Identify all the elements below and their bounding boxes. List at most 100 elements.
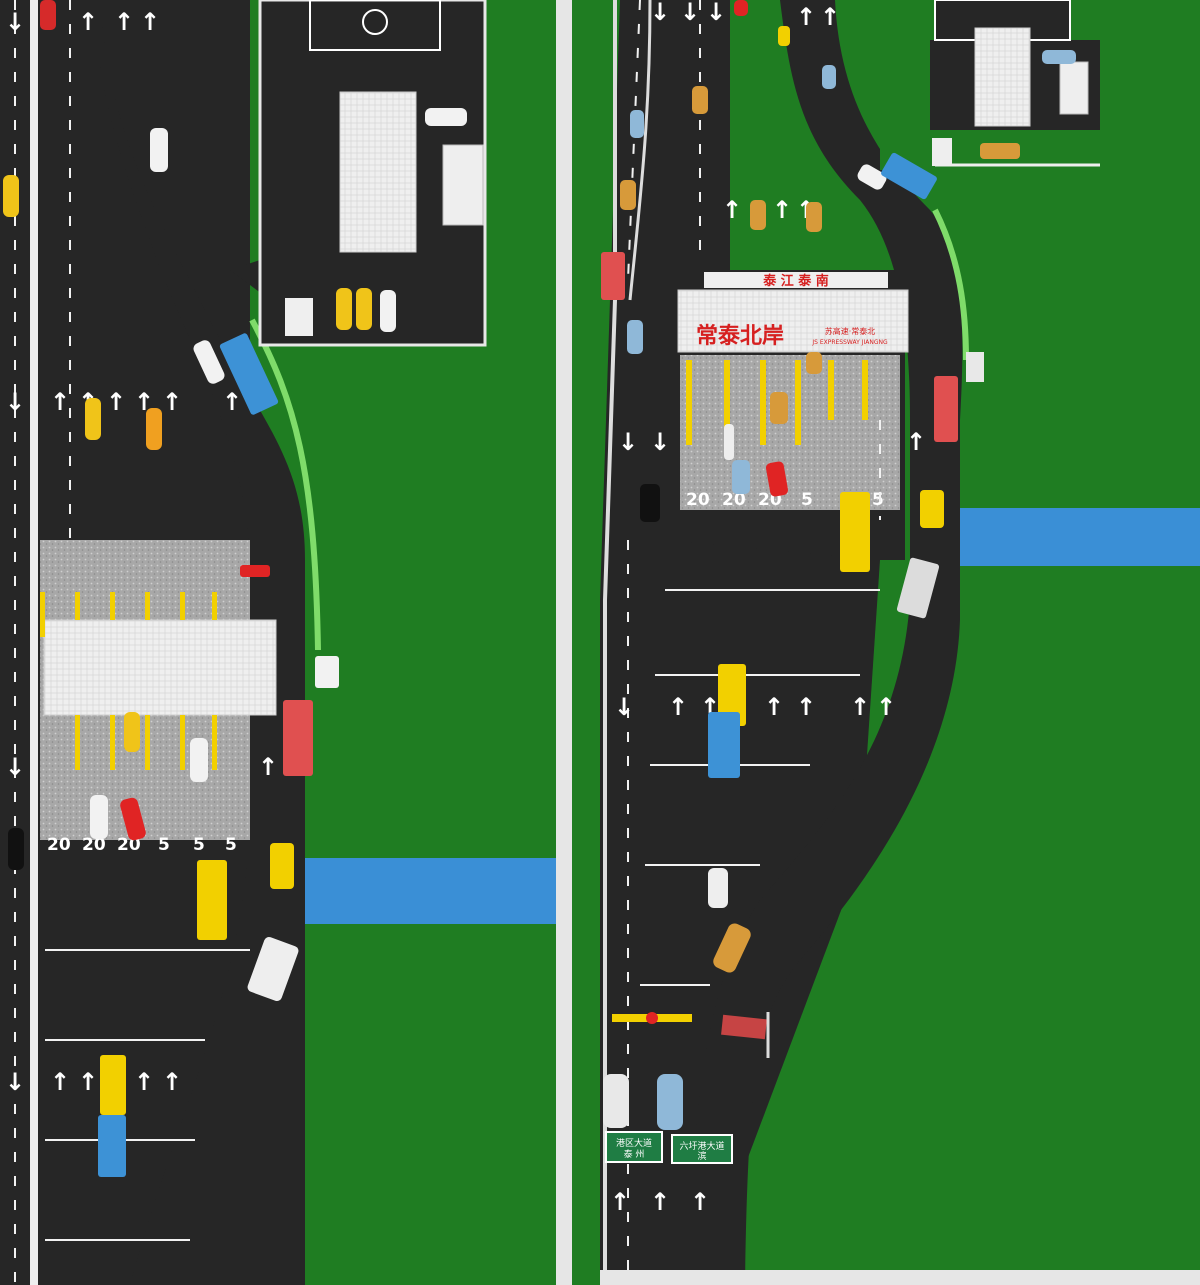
car xyxy=(765,461,789,497)
car xyxy=(356,288,372,330)
svg-text:↑: ↑ xyxy=(114,8,134,36)
svg-text:↑: ↑ xyxy=(876,693,896,721)
lane-number: 5 xyxy=(872,490,884,510)
roadside-board xyxy=(721,1014,767,1040)
car xyxy=(692,86,708,114)
car xyxy=(713,923,751,973)
svg-text:↓: ↓ xyxy=(618,428,638,456)
svg-text:↓: ↓ xyxy=(5,1068,25,1096)
svg-text:↑: ↑ xyxy=(134,1068,154,1096)
car xyxy=(630,110,644,138)
left-toll-canopy xyxy=(43,619,277,716)
truck xyxy=(840,492,870,572)
truck-cab xyxy=(100,1055,126,1115)
direction-sign-right xyxy=(671,1134,733,1164)
svg-text:↓: ↓ xyxy=(5,753,25,781)
direction-sign-left xyxy=(605,1131,663,1163)
svg-text:↓: ↓ xyxy=(5,8,25,36)
left-median-barrier xyxy=(30,0,38,1285)
truck xyxy=(934,376,958,442)
roadside-hut xyxy=(966,352,984,382)
svg-text:↓: ↓ xyxy=(706,0,726,26)
svg-text:↑: ↑ xyxy=(106,388,126,416)
lane-number: 5 xyxy=(158,835,170,855)
car xyxy=(380,290,396,332)
left-panel: 20 20 20 5 5 5 ↑↑↑↑↑ ↑↑↑↑ ↓↓↓ ↑↑↑ ↓ ↑↑ xyxy=(0,0,570,1285)
toll-sign-top-text: 泰 江 泰 南 xyxy=(762,273,829,289)
car xyxy=(734,0,748,16)
car xyxy=(806,202,822,232)
barrier xyxy=(240,565,270,577)
svg-text:↑: ↑ xyxy=(650,1188,670,1216)
parked-cars xyxy=(980,143,1020,159)
car xyxy=(750,200,766,230)
toll-sign-subtitle: 苏高速·常泰北 xyxy=(825,326,876,336)
svg-text:↑: ↑ xyxy=(78,8,98,36)
truck-trailer xyxy=(98,1115,126,1177)
svg-text:↑: ↑ xyxy=(850,693,870,721)
svg-text:↑: ↑ xyxy=(258,753,278,781)
direction-sign-right-line1: 六圩港大道 xyxy=(679,1140,724,1152)
right-toll-canopy xyxy=(677,289,909,353)
right-canopy-top-sign xyxy=(704,272,888,288)
lane-number: 5 xyxy=(801,490,813,510)
direction-sign-left-line2: 泰 州 xyxy=(624,1148,645,1160)
svg-text:↓: ↓ xyxy=(650,428,670,456)
van xyxy=(315,656,339,688)
right-inner-rail xyxy=(628,0,652,301)
car xyxy=(85,398,101,440)
car xyxy=(778,26,790,46)
car xyxy=(120,797,146,841)
svg-text:↑: ↑ xyxy=(772,196,792,224)
right-edge-rail xyxy=(603,0,617,1285)
car xyxy=(806,352,822,374)
left-office-building xyxy=(339,91,417,253)
panel-gap xyxy=(570,0,600,1285)
van xyxy=(920,490,944,528)
left-lot-outline xyxy=(258,0,487,347)
bus xyxy=(881,152,937,200)
lane-number: 20 xyxy=(722,490,746,510)
car xyxy=(193,340,225,384)
lane-number: 5 xyxy=(193,835,205,855)
figurine xyxy=(724,424,734,460)
right-lane-numbers: 20 20 20 5 5 xyxy=(686,490,884,510)
bus xyxy=(219,333,279,415)
car xyxy=(1042,50,1076,64)
left-basketball-court xyxy=(309,0,441,51)
car xyxy=(90,795,108,839)
svg-text:↑: ↑ xyxy=(610,1188,630,1216)
lane-number: 20 xyxy=(47,835,71,855)
center-divider-rail xyxy=(556,0,572,1285)
direction-sign-right-line2: 滨 xyxy=(697,1150,706,1162)
car xyxy=(425,108,467,126)
car xyxy=(336,288,352,330)
svg-text:↓: ↓ xyxy=(650,0,670,26)
car xyxy=(770,392,788,424)
truck-cab xyxy=(718,664,746,726)
car xyxy=(190,738,208,782)
right-bottom-edge xyxy=(600,1270,1200,1285)
truck xyxy=(896,557,940,619)
left-toll-booths xyxy=(40,592,217,770)
left-small-building xyxy=(442,144,484,226)
right-vehicles xyxy=(601,0,1076,1130)
right-office-building xyxy=(974,27,1031,127)
direction-sign-left-line1: 港区大道 xyxy=(616,1137,652,1149)
car xyxy=(732,460,750,494)
car xyxy=(150,128,168,172)
svg-text:↑: ↑ xyxy=(722,196,742,224)
toll-sign-subtitle-en: JS EXPRESSWAY JIANGNG xyxy=(811,339,888,346)
car xyxy=(627,320,643,354)
car xyxy=(40,0,56,30)
car xyxy=(3,175,19,217)
truck xyxy=(601,252,625,300)
car xyxy=(657,1074,683,1130)
svg-text:↓: ↓ xyxy=(680,0,700,26)
svg-text:↑: ↑ xyxy=(50,1068,70,1096)
right-lane-dashes xyxy=(627,0,881,1285)
figurine xyxy=(708,868,728,908)
svg-text:↓: ↓ xyxy=(614,693,634,721)
svg-text:↑: ↑ xyxy=(78,1068,98,1096)
